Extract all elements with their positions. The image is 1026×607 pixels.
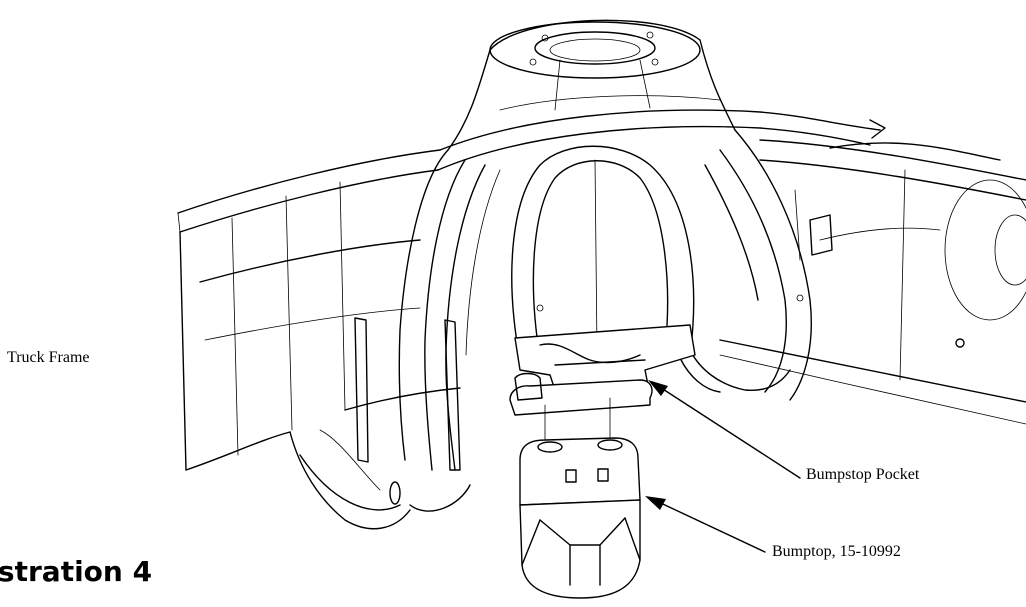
bumptop-arrowhead [645, 496, 666, 510]
pedestal-right-leg [679, 129, 833, 401]
leader-arrows [645, 380, 801, 553]
truck-frame-right-arm [719, 139, 1026, 425]
pedestal-left-leg [289, 149, 501, 530]
bumpstop-pocket-leader [651, 381, 801, 479]
bumptop-part [519, 397, 641, 599]
bumpstop-pocket [509, 324, 696, 416]
bumpstop-pocket-label: Bumpstop Pocket [806, 466, 920, 483]
figure-heading: ustration 4 [0, 555, 153, 588]
central-casting [437, 19, 886, 171]
bumptop-leader [649, 497, 766, 553]
bumpstop-pocket-arrowhead [648, 380, 668, 396]
truck-frame-label: Truck Frame [7, 349, 90, 366]
truck-frame-left-arm [177, 149, 461, 471]
bumptop-label: Bumptop, 15-10992 [772, 543, 901, 560]
pedestal-arch [511, 145, 695, 361]
